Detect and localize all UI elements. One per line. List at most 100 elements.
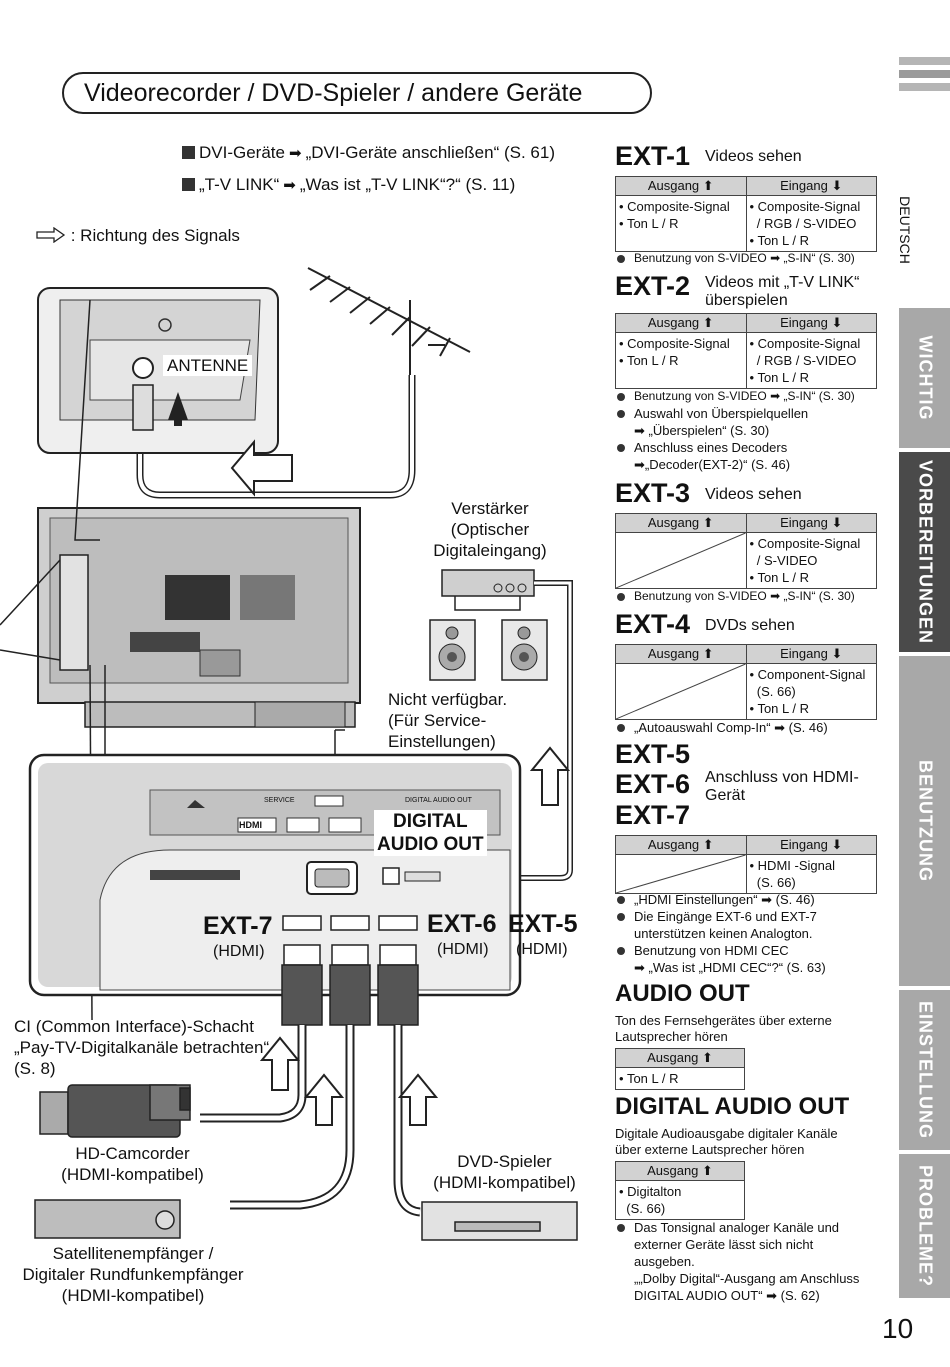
digital-audio-out-heading: DIGITAL AUDIO OUT — [615, 1093, 850, 1120]
panel-dao-text: DIGITAL AUDIO OUT — [405, 797, 472, 804]
dvd-player-icon — [421, 1201, 578, 1241]
note-item-cont: ausgeben. — [634, 1254, 695, 1269]
dao-notes: Das Tonsignal analoger Kanäle und extern… — [615, 1219, 859, 1304]
dao-line: DIGITAL — [393, 811, 468, 832]
service-label-line: Einstellungen) — [388, 732, 496, 751]
ci-label-line: (S. 8) — [14, 1059, 56, 1078]
ext2-desc-line: überspielen — [705, 292, 788, 309]
page-title: Videorecorder / DVD-Spieler / andere Ger… — [62, 72, 652, 114]
ext567-in-cell: • HDMI -Signal (S. 66) — [745, 855, 877, 893]
ext5-label: EXT-5 — [508, 910, 578, 938]
tab-einstellung[interactable]: EINSTELLUNG — [899, 990, 950, 1150]
note-item: Benutzung von S-VIDEO ➡ „S-IN“ (S. 30) — [615, 588, 855, 605]
ext4-out-empty — [616, 664, 746, 719]
header-in: Eingang ⬇ — [745, 314, 877, 332]
ext2-in-cell: • Composite-Signal / RGB / S-VIDEO • Ton… — [745, 333, 877, 388]
tab-label: VORBEREITUNGEN — [915, 459, 935, 645]
tab-label: EINSTELLUNG — [915, 1000, 935, 1140]
note-item: Benutzung von S-VIDEO ➡ „S-IN“ (S. 30) — [615, 250, 855, 267]
audio-out-heading: AUDIO OUT — [615, 980, 750, 1007]
ext3-desc: Videos sehen — [705, 486, 802, 503]
digital-audio-out-table: Ausgang ⬆ • Digitalton (S. 66) — [615, 1161, 745, 1220]
note-item: „HDMI Einstellungen“ ➡ (S. 46) — [615, 891, 826, 908]
tab-benutzung[interactable]: BENUTZUNG — [899, 656, 950, 986]
header-in: Eingang ⬇ — [745, 514, 877, 532]
ext4-in-cell: • Component-Signal (S. 66) • Ton L / R — [745, 664, 877, 719]
note-item: Auswahl von Überspielquellen — [615, 405, 855, 422]
camcorder-icon — [39, 1084, 191, 1138]
ext4-notes: „Autoauswahl Comp-In“ ➡ (S. 46) — [615, 719, 828, 736]
ext1-notes: Benutzung von S-VIDEO ➡ „S-IN“ (S. 30) — [615, 250, 855, 267]
ext4-desc: DVDs sehen — [705, 617, 795, 634]
digital-audio-out-desc: Digitale Audioausgabe digitaler Kanäle ü… — [615, 1126, 877, 1158]
panel-hdmi-text: HDMI — [239, 820, 262, 830]
header-out: Ausgang ⬆ — [647, 646, 714, 661]
ext6-label: EXT-6 — [427, 910, 497, 938]
satellite-label: Satellitenempfänger / Digitaler Rundfunk… — [8, 1243, 258, 1306]
dao-desc-line: Digitale Audioausgabe digitaler Kanäle — [615, 1126, 838, 1141]
antenna-icon — [307, 267, 471, 375]
top-stripe — [899, 57, 950, 65]
note-item-cont: ➡ „Was ist „HDMI CEC“?“ (S. 63) — [634, 960, 826, 975]
top-stripe — [899, 83, 950, 91]
ext6-heading: EXT-6 — [615, 769, 691, 799]
page-number: 10 — [882, 1313, 914, 1344]
square-bullet-icon — [182, 146, 195, 159]
note-item: Benutzung von S-VIDEO ➡ „S-IN“ (S. 30) — [615, 388, 855, 405]
top-stripe — [899, 70, 950, 78]
header-in: Eingang ⬇ — [745, 836, 877, 854]
note-item: Benutzung von HDMI CEC — [615, 942, 826, 959]
ext2-desc-line: Videos mit „T-V LINK“ — [705, 274, 860, 291]
ext7-heading: EXT-7 — [615, 800, 691, 830]
note-item-cont: unterstützen keinen Analogton. — [634, 926, 813, 941]
dao-cell: • Digitalton (S. 66) — [619, 1184, 682, 1216]
camcorder-label-line: (HDMI-kompatibel) — [61, 1165, 204, 1184]
arrow-right-icon: ➡ — [288, 145, 302, 162]
ref-tvlink: „T-V LINK“➡„Was ist „T-V LINK“?“ (S. 11) — [182, 175, 515, 195]
ext567-notes: „HDMI Einstellungen“ ➡ (S. 46) Die Eingä… — [615, 891, 826, 976]
note-item: Die Eingänge EXT-6 und EXT-7 — [615, 908, 826, 925]
camcorder-label: HD-Camcorder (HDMI-kompatibel) — [40, 1143, 225, 1185]
tab-deutsch[interactable]: DEUTSCH — [895, 190, 915, 270]
signal-legend: : Richtung des Signals — [36, 226, 240, 246]
ext7-label: EXT-7 — [203, 912, 273, 940]
tab-wichtig[interactable]: WICHTIG — [899, 308, 950, 448]
header-out: Ausgang ⬆ — [647, 515, 714, 530]
ext3-out-empty — [616, 533, 746, 588]
ref-dvi-target: „DVI-Geräte anschließen“ (S. 61) — [305, 143, 555, 162]
tab-label: PROBLEME? — [915, 1164, 935, 1288]
header-out: Ausgang ⬆ — [647, 178, 714, 193]
ext567-desc-line: Gerät — [705, 787, 746, 804]
ext2-notes: Benutzung von S-VIDEO ➡ „S-IN“ (S. 30) A… — [615, 388, 855, 473]
ext3-in-cell: • Composite-Signal / S-VIDEO • Ton L / R — [745, 533, 877, 588]
amplifier-label-line: Verstärker — [451, 499, 529, 518]
note-item: Das Tonsignal analoger Kanäle und — [615, 1219, 859, 1236]
header-out: Ausgang ⬆ — [647, 1050, 713, 1065]
ext1-out-cell: • Composite-Signal • Ton L / R — [619, 199, 730, 231]
ref-tvlink-label: „T-V LINK“ — [199, 175, 280, 194]
ext567-desc-line: Anschluss von HDMI- — [705, 769, 859, 786]
hollow-arrow-icon — [36, 226, 66, 244]
tab-label: DEUTSCH — [897, 196, 913, 264]
ext4-heading: EXT-4 — [615, 609, 691, 639]
ref-dvi: DVI-Geräte➡„DVI-Geräte anschließen“ (S. … — [182, 143, 555, 163]
note-item-cont: DIGITAL AUDIO OUT“ ➡ (S. 62) — [634, 1288, 820, 1303]
ci-label-line: „Pay-TV-Digitalkanäle betrachten“ — [14, 1038, 270, 1057]
service-port-label: Nicht verfügbar. (Für Service- Einstellu… — [388, 689, 507, 752]
amplifier-label-line: Digitaleingang) — [433, 541, 547, 560]
ext567-table: Ausgang ⬆Eingang ⬇ • HDMI -Signal (S. 66… — [615, 835, 877, 894]
ext1-table: Ausgang ⬆Eingang ⬇ • Composite-Signal • … — [615, 176, 877, 252]
audio-out-cell: • Ton L / R — [619, 1071, 679, 1086]
header-out: Ausgang ⬆ — [647, 1163, 713, 1178]
tab-vorbereitungen[interactable]: VORBEREITUNGEN — [899, 452, 950, 652]
note-item-cont: ➡„Decoder(EXT-2)“ (S. 46) — [634, 457, 791, 472]
tab-probleme[interactable]: PROBLEME? — [899, 1154, 950, 1298]
service-label-line: Nicht verfügbar. — [388, 690, 508, 709]
signal-legend-text: : Richtung des Signals — [70, 226, 240, 245]
header-in: Eingang ⬇ — [745, 645, 877, 663]
service-label-line: (Für Service- — [388, 711, 487, 730]
audio-out-desc: Ton des Fernsehgerätes über externe Laut… — [615, 1013, 877, 1045]
amplifier-label: Verstärker (Optischer Digitaleingang) — [420, 498, 560, 561]
ext2-heading: EXT-2 — [615, 271, 691, 301]
ext7-hdmi: (HDMI) — [213, 943, 265, 960]
